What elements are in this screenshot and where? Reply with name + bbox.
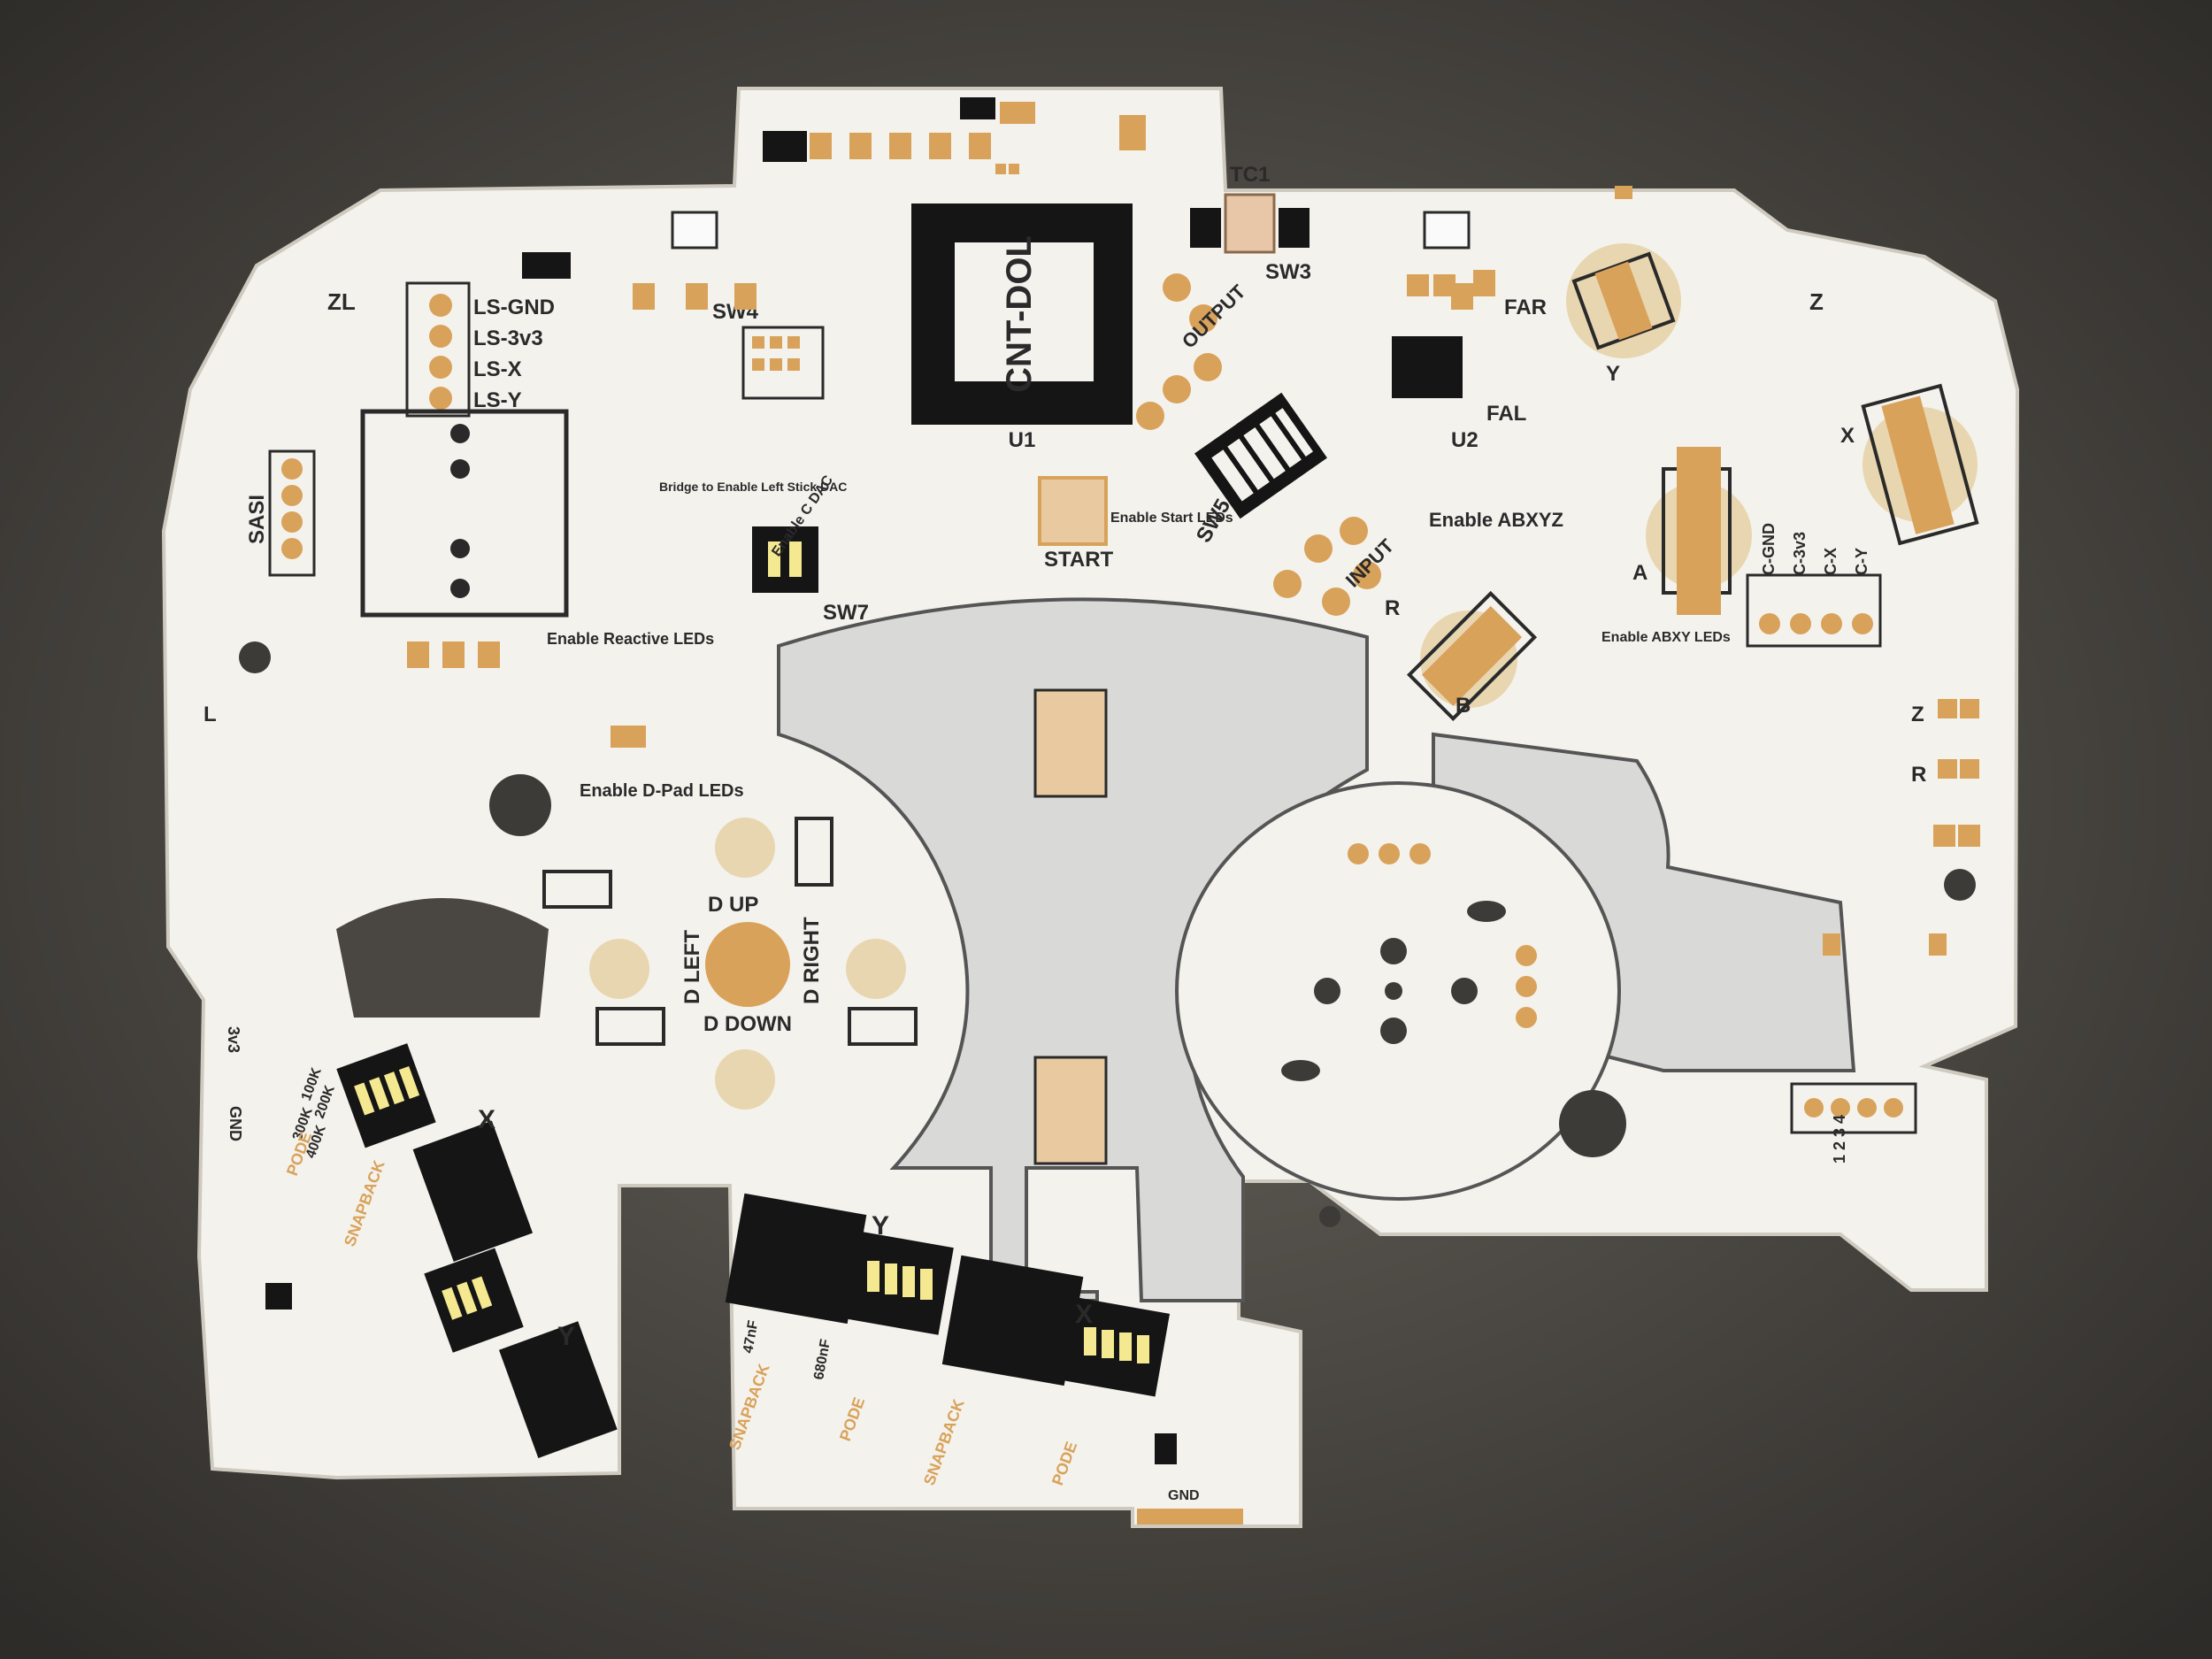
tc1-label: TC1 [1230,163,1270,187]
ls-header: LS-GND LS-3v3 LS-X LS-Y [405,281,555,418]
ls-gnd-label: LS-GND [473,296,555,319]
far-label: FAR [1504,296,1547,319]
input-pads [1273,517,1381,616]
enable-reactive-leds-label: Enable Reactive LEDs [547,630,714,648]
start-button-footprint: START Enable Start LEDs [1038,476,1233,572]
a-label: A [1632,561,1647,585]
dip-switch-y-bottom [725,1193,954,1335]
ls-y-label: LS-Y [473,388,522,412]
r-label-right: R [1911,763,1926,787]
z-label-top: Z [1809,288,1824,315]
cstick-pads [1348,843,1537,1028]
c-y-label: C-Y [1853,548,1870,575]
u2-label: U2 [1451,428,1479,452]
button-footprint-b [1406,590,1538,722]
bottom-right-header: 1 2 3 4 [1790,1082,1917,1164]
output-pads [1136,273,1222,430]
c-stick-header [1746,573,1882,648]
u1-label: U1 [1009,428,1036,452]
l-label: L [204,703,217,726]
sw7-label: SW7 [823,601,869,625]
dip-switch-sw7: SW7 [752,526,869,625]
right-edge-pads [1933,699,1980,847]
y-label: Y [1606,362,1620,386]
board-cutout [336,898,549,1018]
y-label-bottom-dip: Y [872,1211,889,1240]
gnd-label-left: GND [227,1106,244,1141]
ls-x-label: LS-X [473,357,522,381]
d-right-label: D RIGHT [800,917,824,1004]
center-switch-footprints [1033,688,1108,1165]
y-label-left-dip: Y [557,1322,575,1351]
dip-switch-x-bottom [941,1255,1171,1397]
gnd-label-bottom: GND [1168,1488,1200,1503]
cap-bottom-1: 47nF [741,1319,761,1355]
sasi-header: SASI [245,449,316,577]
d-up-label: D UP [708,893,758,917]
enable-start-leds-label: Enable Start LEDs [1110,511,1233,526]
b-label: B [1455,694,1471,718]
sw3-label: SW3 [1265,260,1311,284]
start-label: START [1044,548,1114,572]
d-left-label: D LEFT [680,930,704,1004]
left-stick-footprint [360,409,569,618]
chip-u2: U2 [1392,336,1479,452]
dpad-area: D UP D DOWN D LEFT D RIGHT Enable D-Pad … [542,781,918,1110]
dip-switch-sw5 [1194,392,1327,519]
d-down-label: D DOWN [703,1012,792,1036]
fal-label: FAL [1486,402,1526,426]
x-label: X [1840,424,1855,448]
mounting-holes [239,641,1976,1227]
ls-3v3-label: LS-3v3 [473,326,543,350]
connector-cnt-dol: CNT-DOL U1 [911,204,1133,452]
x-label-left-dip: X [478,1105,495,1134]
enable-dpad-leds-label: Enable D-Pad LEDs [580,781,744,801]
enable-abxyz-label: Enable ABXYZ [1429,509,1563,531]
c-stick-labels: C-GND C-3v3 C-X C-Y [1760,523,1870,575]
v3-label-left: 3v3 [225,1026,242,1053]
x-label-bottom-dip: X [1075,1300,1093,1329]
sasi-label: SASI [245,495,269,544]
c-x-label: C-X [1822,548,1839,575]
zl-label: ZL [327,288,356,315]
c-3v3-label: C-3v3 [1791,532,1809,575]
black-ic-components [265,97,1310,1464]
button-footprint-y [1566,242,1681,358]
button-footprint-a [1646,447,1752,615]
button-footprint-x [1861,383,1979,546]
r-label-mid: R [1385,596,1400,620]
bottom-connector [1137,1509,1243,1525]
crystal-tc1: TC1 SW3 [1224,163,1311,284]
bridge-note: Bridge to Enable Left Stick DAC [659,480,847,494]
dip-switch-y-left [424,1248,618,1458]
connector-label: CNT-DOL [1000,235,1039,393]
c-gnd-label: C-GND [1760,523,1778,575]
pins-1234-label: 1 2 3 4 [1831,1115,1848,1164]
cstick-holes [1281,901,1506,1081]
dip-switch-x-left [336,1043,534,1262]
z-label-right: Z [1911,703,1924,726]
slot-region-center [777,597,1369,1302]
white-pads [671,211,1471,250]
enable-abxy-leds-label: Enable ABXY LEDs [1601,630,1731,645]
